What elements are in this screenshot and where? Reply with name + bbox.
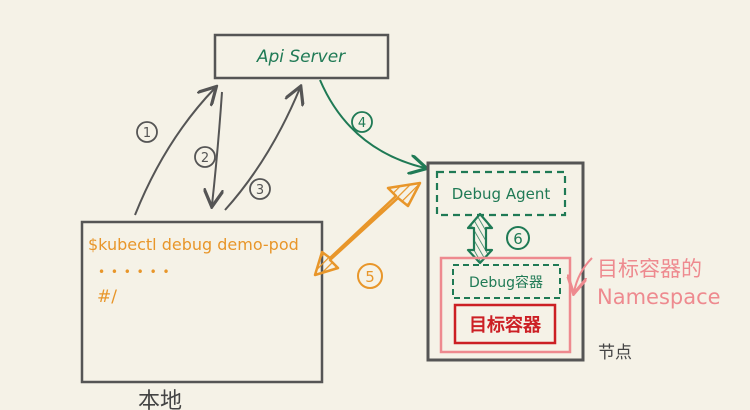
arrow-step-2 (212, 91, 222, 205)
step-5-badge: 5 (357, 263, 383, 289)
debug-agent-label: Debug Agent (452, 185, 551, 203)
debug-container-label: Debug容器 (469, 274, 543, 291)
step-3-label: 3 (256, 183, 264, 198)
api-server-label: Api Server (256, 47, 346, 67)
target-container-label: 目标容器 (469, 314, 542, 336)
arrow-step-4 (319, 79, 425, 168)
local-terminal-box: $kubectl debug demo-pod • • • • • • #/ (80, 220, 324, 384)
arrow-step-6 (466, 212, 494, 265)
debug-agent-box (435, 170, 567, 217)
step-2-badge: 2 (194, 146, 216, 168)
step-1-label: 1 (143, 126, 151, 141)
local-label: 本地 (138, 389, 182, 410)
arrow-step-1 (134, 88, 215, 216)
step-1-badge: 1 (136, 121, 158, 143)
arrow-step-5 (313, 181, 422, 277)
step-4-label: 4 (358, 116, 366, 131)
step-5-label: 5 (365, 268, 375, 286)
step-3-badge: 3 (249, 178, 271, 200)
node-box: Debug Agent 6 Debug容器 目标容器 (426, 161, 585, 362)
node-label: 节点 (598, 343, 632, 363)
kubectl-command: $kubectl debug demo-pod (88, 235, 299, 254)
step-2-label: 2 (201, 151, 209, 166)
namespace-pointer-arrow (574, 257, 593, 292)
step-4-badge: 4 (351, 111, 373, 133)
namespace-note-line1: 目标容器的 (597, 257, 702, 281)
api-server-box: Api Server (213, 33, 390, 80)
namespace-note-line2: Namespace (597, 285, 721, 309)
step-6-label: 6 (513, 230, 523, 248)
output-dots: • • • • • • (98, 265, 171, 279)
step-6-badge: 6 (506, 226, 530, 250)
target-container-box (453, 303, 557, 345)
shell-prompt: #/ (97, 287, 117, 307)
arrow-step-3 (224, 88, 300, 211)
namespace-box (439, 256, 572, 354)
debug-container-box (452, 264, 561, 299)
